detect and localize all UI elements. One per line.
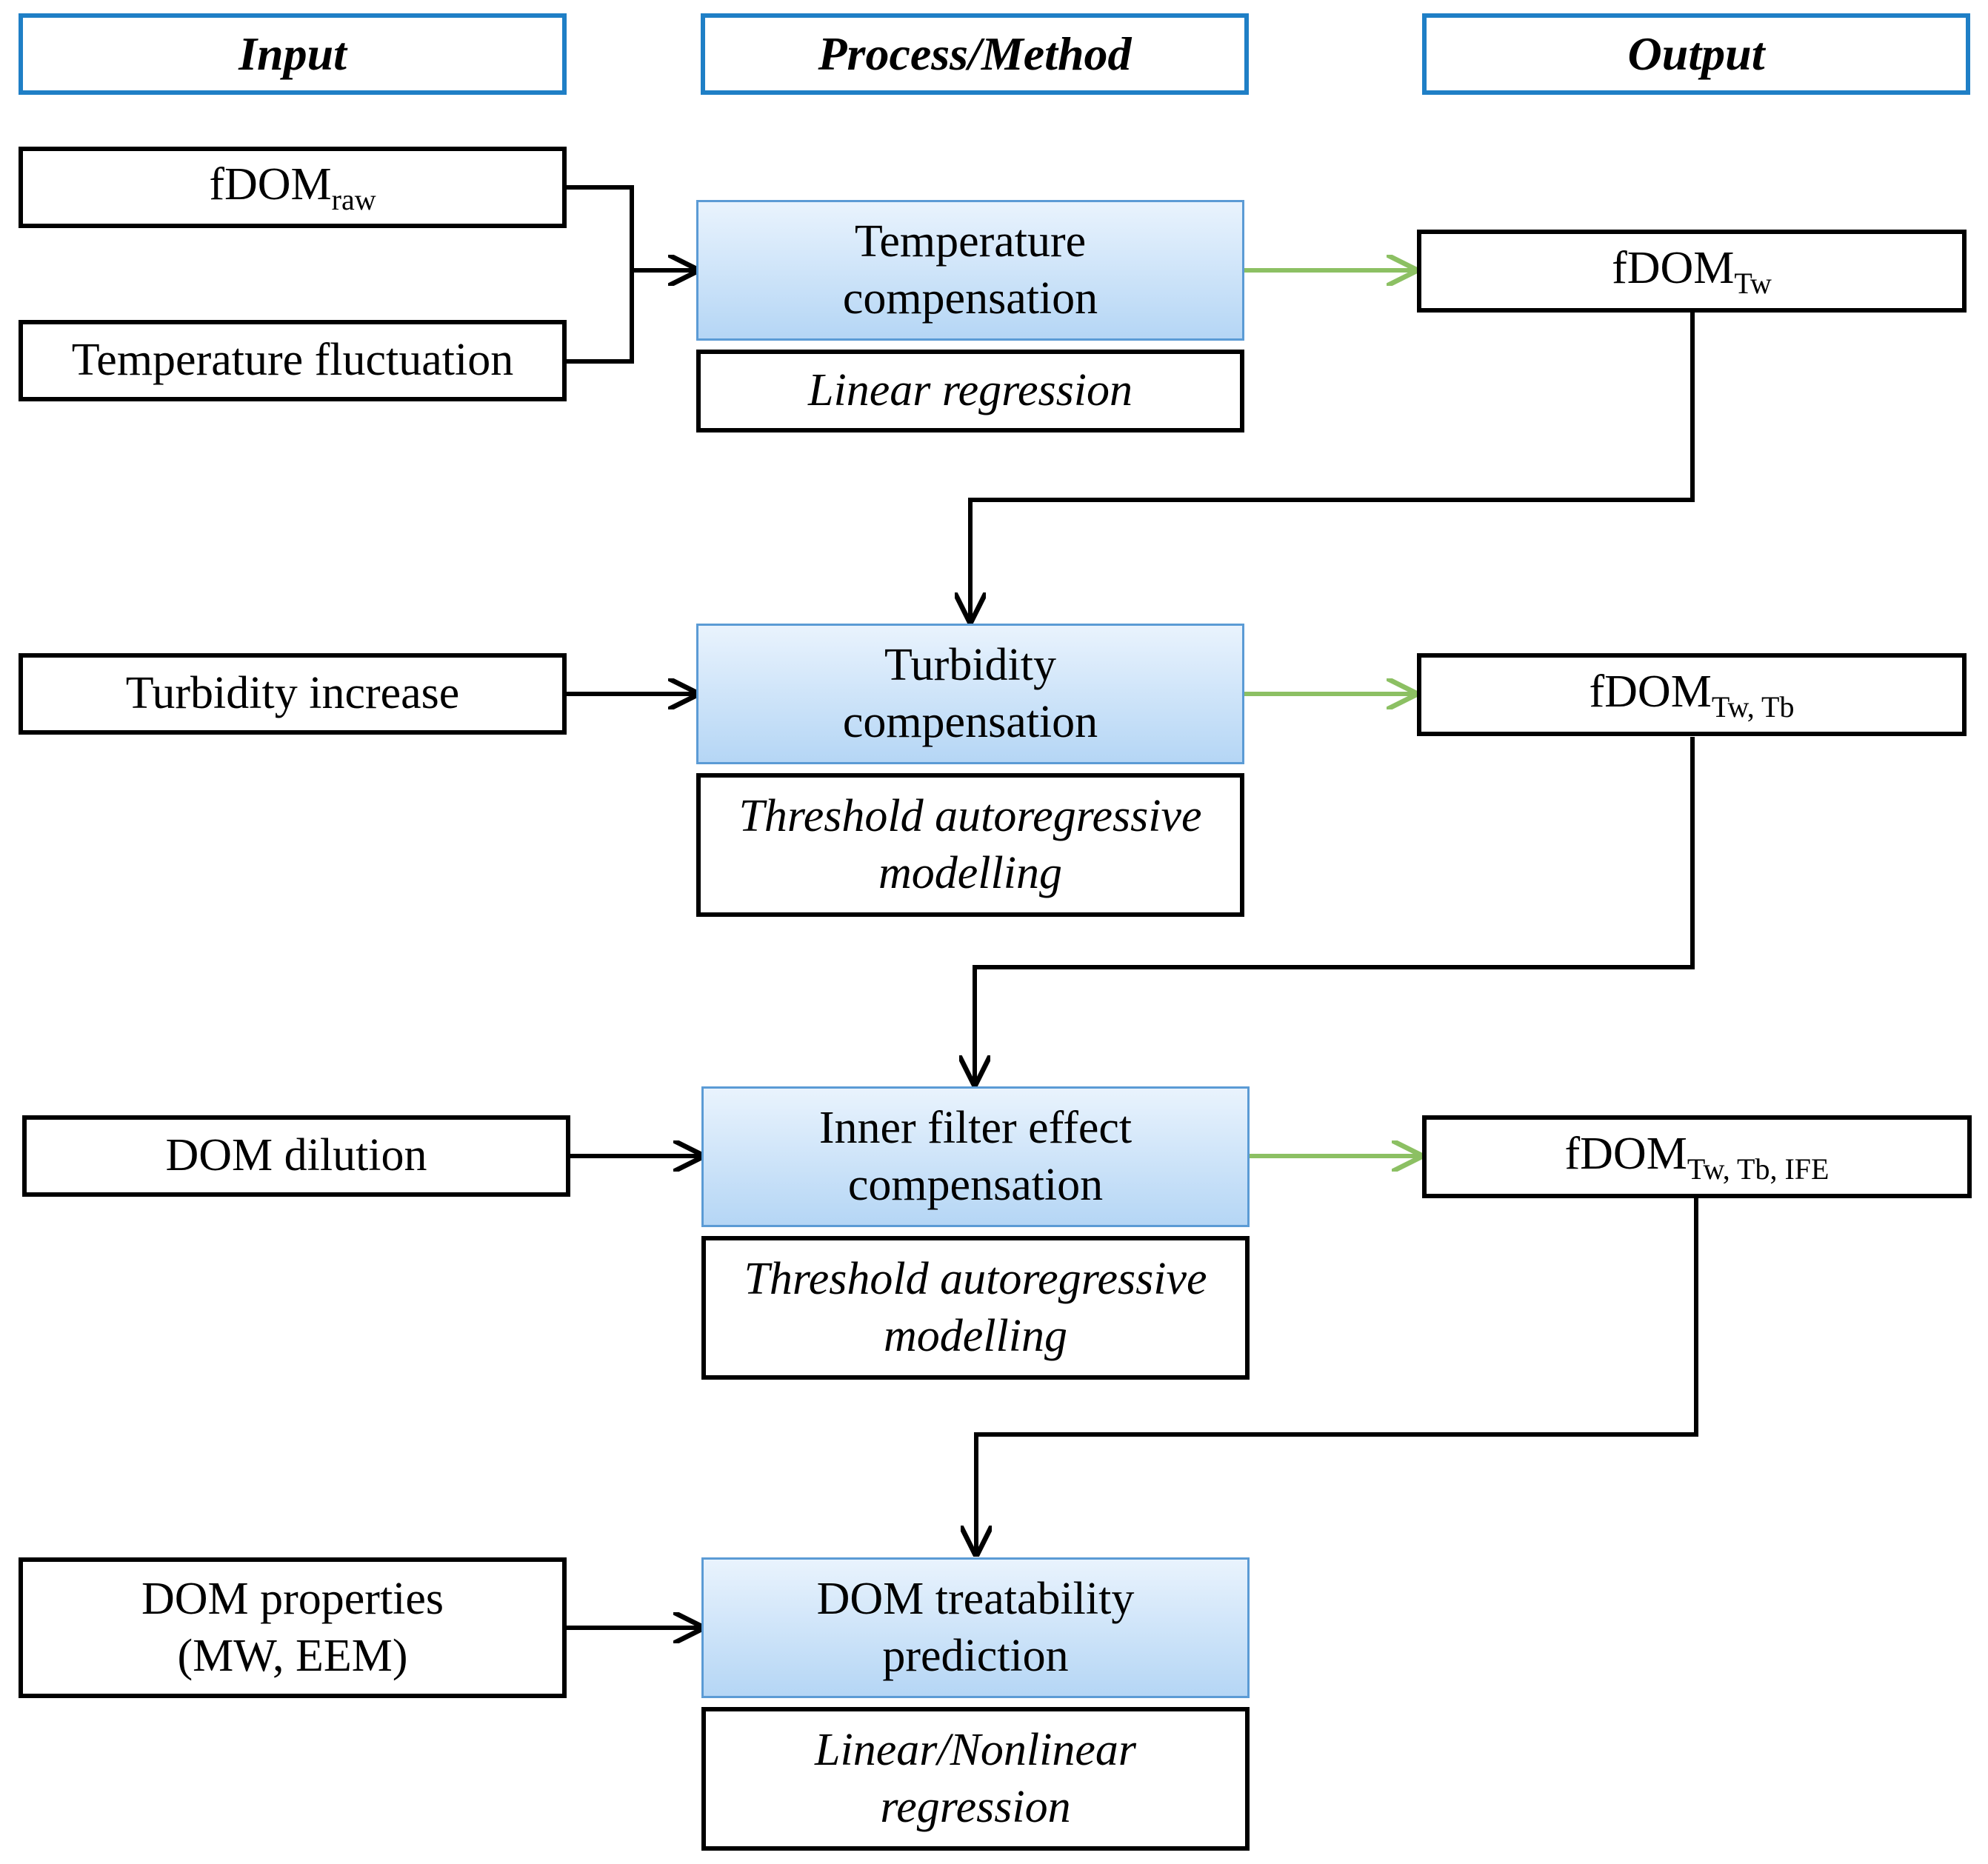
output-fdom-tw-tb-ife-label: fDOMTw, Tb, IFE xyxy=(1564,1129,1829,1186)
header-process: Process/Method xyxy=(701,13,1249,95)
process-turbidity-compensation: Turbidity compensation xyxy=(696,624,1244,764)
header-input-label: Input xyxy=(239,27,347,80)
header-process-label: Process/Method xyxy=(818,27,1132,80)
method-turbidity: Threshold autoregressive modelling xyxy=(696,773,1244,917)
process-turbidity-line-1: Turbidity xyxy=(884,639,1056,690)
process-temperature-line-2: compensation xyxy=(842,273,1098,324)
header-output: Output xyxy=(1422,13,1970,95)
input-turbidity-label: Turbidity increase xyxy=(125,668,460,719)
process-treatability-line-2: prediction xyxy=(882,1631,1069,1681)
method-ife: Threshold autoregressive modelling xyxy=(701,1236,1250,1380)
input-properties-line-2: (MW, EEM) xyxy=(177,1631,408,1681)
output-fdom-tw-tb-label: fDOMTw, Tb xyxy=(1589,667,1795,724)
header-input: Input xyxy=(19,13,567,95)
input-fdom-raw: fDOMraw xyxy=(19,147,567,228)
input-temperature-fluctuation: Temperature fluctuation xyxy=(19,320,567,401)
input-dom-properties: DOM properties (MW, EEM) xyxy=(19,1557,567,1698)
method-turbidity-line-2: modelling xyxy=(878,848,1062,898)
output-fdom-tw-label: fDOMTw xyxy=(1612,243,1772,300)
input-turbidity-increase: Turbidity increase xyxy=(19,653,567,735)
process-treatability-line-1: DOM treatability xyxy=(816,1573,1135,1624)
input-temperature-label: Temperature fluctuation xyxy=(71,335,514,386)
connector-fdom-raw xyxy=(567,185,634,364)
process-dom-treatability-prediction: DOM treatability prediction xyxy=(701,1557,1250,1698)
input-dom-dilution: DOM dilution xyxy=(22,1115,570,1197)
method-temperature: Linear regression xyxy=(696,350,1244,432)
connector-twtb-to-ife xyxy=(975,737,1695,1083)
input-fdom-raw-label: fDOMraw xyxy=(209,159,376,216)
process-temperature-compensation: Temperature compensation xyxy=(696,200,1244,341)
method-ife-line-1: Threshold autoregressive xyxy=(744,1253,1207,1304)
output-fdom-tw: fDOMTw xyxy=(1417,230,1967,313)
method-treatability: Linear/Nonlinear regression xyxy=(701,1707,1250,1851)
input-properties-line-1: DOM properties xyxy=(141,1573,444,1624)
method-treatability-line-2: regression xyxy=(880,1782,1071,1832)
process-turbidity-line-2: compensation xyxy=(842,697,1098,747)
output-fdom-tw-tb: fDOMTw, Tb xyxy=(1417,653,1967,736)
method-temperature-line-1: Linear regression xyxy=(807,365,1133,416)
method-turbidity-line-1: Threshold autoregressive xyxy=(738,790,1202,841)
method-treatability-line-1: Linear/Nonlinear xyxy=(814,1724,1137,1775)
process-temperature-line-1: Temperature xyxy=(854,216,1087,267)
output-fdom-tw-tb-ife: fDOMTw, Tb, IFE xyxy=(1422,1115,1972,1198)
connector-twtbife-to-treatability xyxy=(976,1197,1698,1554)
process-ife-line-2: compensation xyxy=(847,1160,1104,1210)
header-output-label: Output xyxy=(1627,27,1765,80)
method-ife-line-2: modelling xyxy=(884,1311,1067,1361)
process-inner-filter-effect-compensation: Inner filter effect compensation xyxy=(701,1086,1250,1227)
input-dilution-label: DOM dilution xyxy=(165,1130,427,1181)
connector-tw-to-turbidity xyxy=(970,313,1695,621)
process-ife-line-1: Inner filter effect xyxy=(818,1102,1133,1153)
